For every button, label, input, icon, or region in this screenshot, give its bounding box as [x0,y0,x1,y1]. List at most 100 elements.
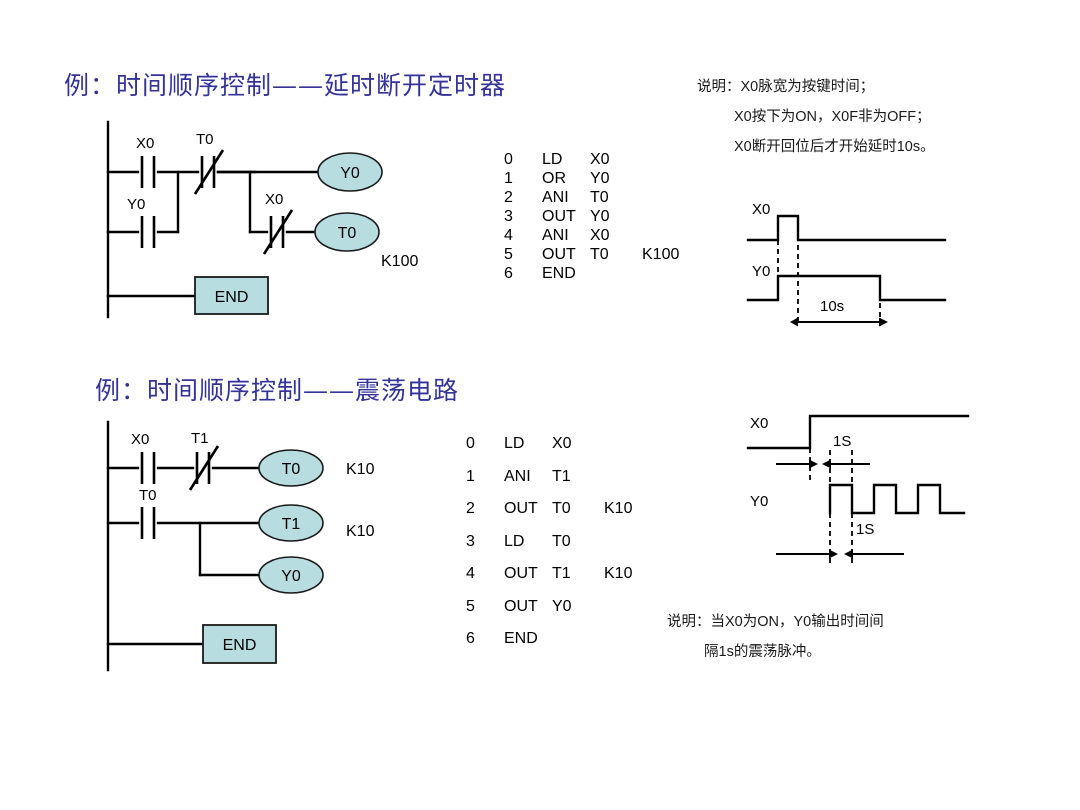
mnemonic-row: 5 OUT Y0 [466,591,656,624]
signal-label-y0: Y0 [750,493,768,510]
contact-x0-no-r1 [140,156,156,188]
mnemonic-row: 4 OUT T1 K10 [466,558,656,591]
mnemonic-instruction: ANI [542,227,569,244]
mnemonic-operand: T1 [552,467,571,485]
timing-diagram-delay-off-timer: X0 Y0 10s [740,198,970,333]
mnemonic-step: 2 [504,189,513,206]
measure-label-1s-lower: 1S [856,521,874,538]
ladder-diagram-oscillator-circuit: X0 T1 T0 T0 K10 T1 K10 Y0 END [95,418,415,673]
mnemonic-list-oscillator-circuit: 0 LD X0 1 ANI T1 2 OUT T0 K10 3 LD T0 4 … [466,428,656,656]
mnemonic-operand: T1 [552,565,571,582]
end-block-label: END [223,637,257,654]
mnemonic-instruction: OUT [504,597,538,615]
mnemonic-constant: K10 [604,565,633,582]
waveform-x0 [746,214,947,242]
mnemonic-step: 2 [466,500,475,517]
note-line: 说明：X0脉宽为按键时间； [697,79,875,95]
mnemonic-instruction: LD [542,151,563,168]
contact-t1-nc-r1 [188,445,220,491]
mnemonic-step: 6 [466,630,475,647]
signal-label-x0: X0 [752,201,770,218]
coil-label-t1: T1 [282,516,301,533]
mnemonic-step: 0 [466,435,475,452]
guide-lines [777,218,881,326]
mnemonic-row: 0 LD X0 [504,150,694,169]
coil-label-t0: T0 [338,225,357,242]
note-line: 说明：当X0为ON，Y0输出时间间 [667,614,884,630]
mnemonic-step: 4 [466,565,475,582]
coil-preset-t0: K10 [346,461,375,478]
end-block [202,624,277,664]
mnemonic-instruction: ANI [504,467,531,485]
mnemonic-instruction: OUT [542,246,576,263]
mnemonic-constant [642,264,694,283]
coil-t0 [314,212,380,252]
note-line: X0断开回位后才开始延时10s。 [734,139,935,155]
timing-diagram-oscillator-circuit: X0 Y0 1S 1S [740,406,975,571]
note-line: 隔1s的震荡脉冲。 [704,644,821,660]
contact-x0-nc-coilbranch [262,209,294,255]
mnemonic-operand: Y0 [590,170,610,187]
coil-y0 [258,556,324,594]
mnemonic-constant [642,150,694,169]
mnemonic-operand: T0 [552,500,571,517]
mnemonic-step: 6 [504,265,513,282]
mnemonic-operand: X0 [552,435,572,452]
contact-label-t0-r2: T0 [139,487,157,504]
coil-preset-t1: K10 [346,523,375,540]
mnemonic-row: 3 OUT Y0 [504,207,694,226]
mnemonic-constant [642,207,694,226]
mnemonic-constant [604,526,656,559]
mnemonic-row: 1 ANI T1 [466,461,656,494]
contact-label-x0-coilbranch: X0 [265,191,283,208]
mnemonic-instruction: END [504,630,538,647]
measure-label-1s-upper: 1S [833,433,851,450]
note-delay-off-timer: 说明：X0脉宽为按键时间； X0按下为ON，X0F非为OFF； X0断开回位后才… [697,72,935,162]
note-line: X0按下为ON，X0F非为OFF； [734,109,931,125]
mnemonic-instruction: END [542,265,576,282]
mnemonic-constant [642,169,694,188]
mnemonic-step: 1 [504,170,513,187]
mnemonic-row: 1 OR Y0 [504,169,694,188]
contact-t0-no-r2 [140,507,156,539]
mnemonic-constant: K100 [642,246,680,263]
mnemonic-row: 6 END [504,264,694,283]
mnemonic-operand: T0 [590,246,609,263]
mnemonic-instruction: OUT [504,500,538,517]
contact-t0-nc-r1 [193,149,225,195]
mnemonic-operand: X0 [590,151,610,168]
mnemonic-row: 6 END [466,623,656,656]
contact-label-t0-r1: T0 [196,131,214,148]
signal-label-y0: Y0 [752,263,770,280]
waveform-y0 [746,274,947,302]
mnemonic-step: 5 [466,597,475,615]
section-title-oscillator-circuit: 例：时间顺序控制——震荡电路 [95,376,460,405]
contact-label-t1-r1: T1 [191,430,209,447]
ladder-diagram-delay-off-timer: X0 T0 Y0 X0 Y0 T0 K100 END [95,120,455,320]
coil-y0 [317,152,383,192]
mnemonic-operand: Y0 [552,597,572,615]
mnemonic-operand: X0 [590,227,610,244]
mnemonic-list-delay-off-timer: 0 LD X0 1 OR Y0 2 ANI T0 3 OUT Y0 4 ANI … [504,150,694,283]
mnemonic-row: 4 ANI X0 [504,226,694,245]
mnemonic-constant [604,428,656,461]
mnemonic-instruction: OR [542,170,566,187]
coil-label-t0: T0 [282,461,301,478]
guide-lines [809,448,853,566]
coil-preset-t0: K100 [381,253,418,270]
note-oscillator-circuit: 说明：当X0为ON，Y0输出时间间 隔1s的震荡脉冲。 [667,607,884,667]
contact-label-x0-r1: X0 [131,431,149,448]
signal-label-x0: X0 [750,415,768,432]
mnemonic-instruction: LD [504,532,525,550]
coil-t1 [258,504,324,542]
measure-label-10s: 10s [820,298,844,315]
end-block-label: END [215,289,249,306]
waveform-x0 [746,414,970,450]
mnemonic-constant [604,591,656,624]
end-block [194,276,269,315]
contact-label-y0-branch: Y0 [127,196,145,213]
contact-x0-no-r1 [140,452,156,484]
mnemonic-row: 2 OUT T0 K10 [466,493,656,526]
coil-t0 [258,449,324,487]
contact-label-x0-r1: X0 [136,135,154,152]
